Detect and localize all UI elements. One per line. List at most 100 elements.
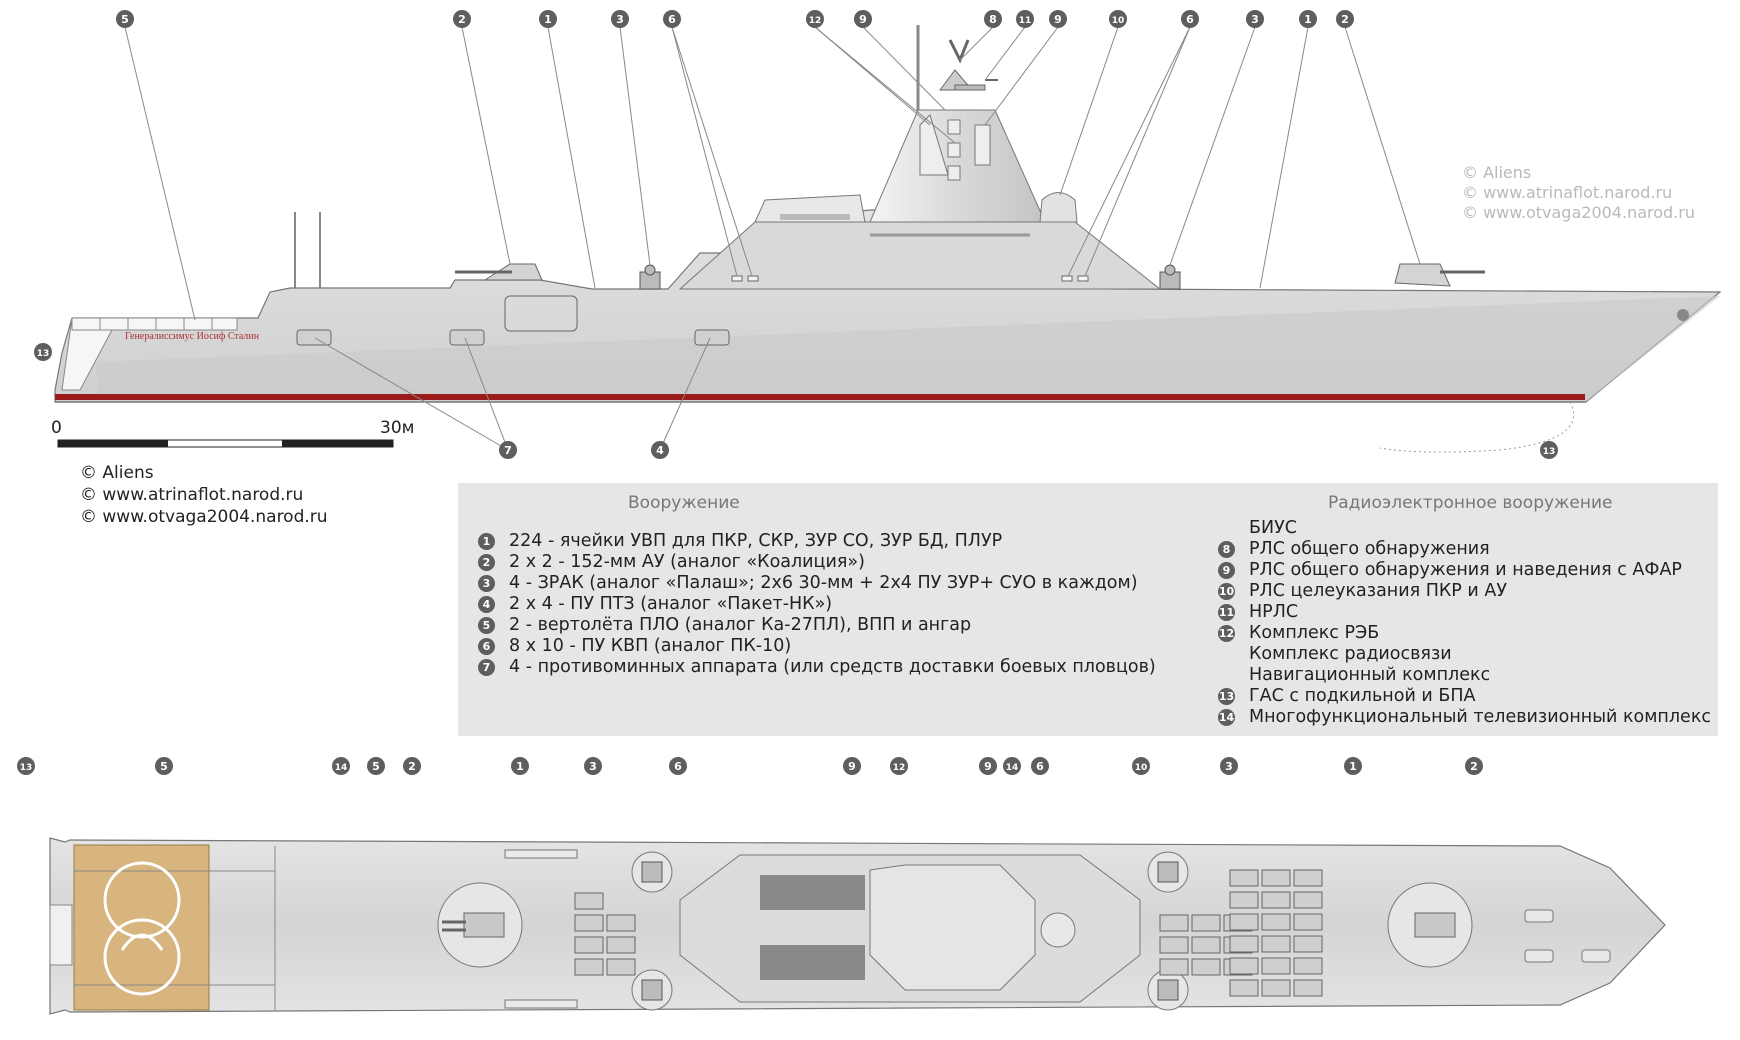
number-badge: 5 xyxy=(478,617,495,634)
leader-lines xyxy=(124,26,1421,451)
svg-text:10: 10 xyxy=(1135,763,1148,773)
callout-badge: 2 xyxy=(1465,757,1483,775)
svg-text:12: 12 xyxy=(809,16,822,26)
svg-text:9: 9 xyxy=(859,13,867,26)
legend-text: РЛС общего обнаружения xyxy=(1249,539,1490,559)
svg-text:13: 13 xyxy=(37,349,50,359)
svg-text:1: 1 xyxy=(1304,13,1312,26)
callout-badge: 9 xyxy=(843,757,861,775)
scale-start-label: 0 xyxy=(51,418,62,438)
callout-badge: 5 xyxy=(367,757,385,775)
callout-badge: 3 xyxy=(584,757,602,775)
vls-cell-block xyxy=(1191,914,1221,932)
vls-cell-block xyxy=(1191,936,1221,954)
callout-badge: 1 xyxy=(1344,757,1362,775)
legend-item: 6 8 x 10 - ПУ КВП (аналог ПК-10) xyxy=(478,636,1156,657)
vls-cell-block xyxy=(606,914,636,932)
svg-text:7: 7 xyxy=(504,444,512,457)
svg-text:10: 10 xyxy=(1112,16,1125,26)
vls-cell-block xyxy=(1261,957,1291,975)
legend-item: 11 НРЛС xyxy=(1218,602,1711,623)
svg-text:14: 14 xyxy=(1006,763,1019,773)
legend-text: 2 x 2 - 152-мм АУ (аналог «Коалиция») xyxy=(509,552,865,572)
vls-cell-block xyxy=(606,958,636,976)
legend-text: Комплекс РЭБ xyxy=(1249,623,1380,643)
vls-cell-block xyxy=(1293,913,1323,931)
svg-text:1: 1 xyxy=(516,760,524,773)
legend-item: Комплекс радиосвязи xyxy=(1218,644,1711,665)
vls-cell-block xyxy=(1261,913,1291,931)
number-badge: 1 xyxy=(478,533,495,550)
vls-cell-block xyxy=(1293,869,1323,887)
number-badge: 11 xyxy=(1218,604,1235,621)
svg-text:13: 13 xyxy=(1543,447,1556,457)
svg-text:6: 6 xyxy=(674,760,682,773)
callout-badge: 8 xyxy=(984,10,1002,28)
callout-badge: 9 xyxy=(979,757,997,775)
vls-cell-block xyxy=(574,892,604,910)
legend-text: 4 - ЗРАК (аналог «Палаш»; 2х6 30-мм + 2х… xyxy=(509,573,1138,593)
scale-end-label: 30м xyxy=(380,418,415,438)
vls-cell-block xyxy=(574,958,604,976)
legend-text: БИУС xyxy=(1249,518,1297,538)
number-badge: 13 xyxy=(1218,688,1235,705)
svg-text:3: 3 xyxy=(1225,760,1233,773)
plan-view xyxy=(49,837,1666,1015)
vls-cell-block xyxy=(1229,957,1259,975)
callout-badge: 14 xyxy=(332,757,350,775)
legend-text: 2 x 4 - ПУ ПТЗ (аналог «Пакет-НК») xyxy=(509,594,833,614)
vls-cell-block xyxy=(1159,914,1189,932)
number-badge: 7 xyxy=(478,659,495,676)
svg-text:13: 13 xyxy=(20,763,33,773)
svg-text:9: 9 xyxy=(984,760,992,773)
svg-text:5: 5 xyxy=(121,13,129,26)
legend-item: 4 2 x 4 - ПУ ПТЗ (аналог «Пакет-НК») xyxy=(478,594,1156,615)
callout-badge: 13 xyxy=(17,757,35,775)
legend-panel: Вооружение Радиоэлектронное вооружение 1… xyxy=(458,483,1718,736)
svg-text:3: 3 xyxy=(1251,13,1259,26)
credits: © Aliens © www.atrinaflot.narod.ru © www… xyxy=(80,462,328,528)
svg-text:11: 11 xyxy=(1019,16,1032,26)
svg-text:4: 4 xyxy=(656,444,664,457)
vls-cell-block xyxy=(1229,979,1259,997)
number-badge: 14 xyxy=(1218,709,1235,726)
svg-text:6: 6 xyxy=(1186,13,1194,26)
callout-badge: 6 xyxy=(669,757,687,775)
number-badge: 6 xyxy=(478,638,495,655)
svg-text:6: 6 xyxy=(1036,760,1044,773)
legend-text: РЛС целеуказания ПКР и АУ xyxy=(1249,581,1507,601)
callout-badge: 2 xyxy=(403,757,421,775)
svg-text:9: 9 xyxy=(848,760,856,773)
callout-badge: 3 xyxy=(611,10,629,28)
vls-cell-block xyxy=(1229,891,1259,909)
callout-badge: 10 xyxy=(1109,10,1127,28)
callout-badge: 5 xyxy=(155,757,173,775)
svg-text:3: 3 xyxy=(589,760,597,773)
vls-cell-block xyxy=(1261,869,1291,887)
vls-cell-block xyxy=(606,936,636,954)
legend-text: РЛС общего обнаружения и наведения с АФА… xyxy=(1249,560,1682,580)
callout-badge: 12 xyxy=(890,757,908,775)
scale-bar xyxy=(57,439,394,448)
legend-text: 8 x 10 - ПУ КВП (аналог ПК-10) xyxy=(509,636,792,656)
svg-text:3: 3 xyxy=(616,13,624,26)
svg-text:14: 14 xyxy=(335,763,348,773)
callout-badge: 7 xyxy=(499,441,517,459)
credit-line: © www.otvaga2004.narod.ru xyxy=(80,507,328,527)
watermark-line: © www.atrinaflot.narod.ru xyxy=(1462,183,1673,202)
credit-line: © www.atrinaflot.narod.ru xyxy=(80,485,304,505)
legend-text: Комплекс радиосвязи xyxy=(1249,644,1452,664)
number-badge: 4 xyxy=(478,596,495,613)
vls-cell-block xyxy=(1191,958,1221,976)
vls-cell-block xyxy=(1229,869,1259,887)
legend-text: НРЛС xyxy=(1249,602,1299,622)
number-badge xyxy=(1218,646,1235,663)
callout-badge: 10 xyxy=(1132,757,1150,775)
